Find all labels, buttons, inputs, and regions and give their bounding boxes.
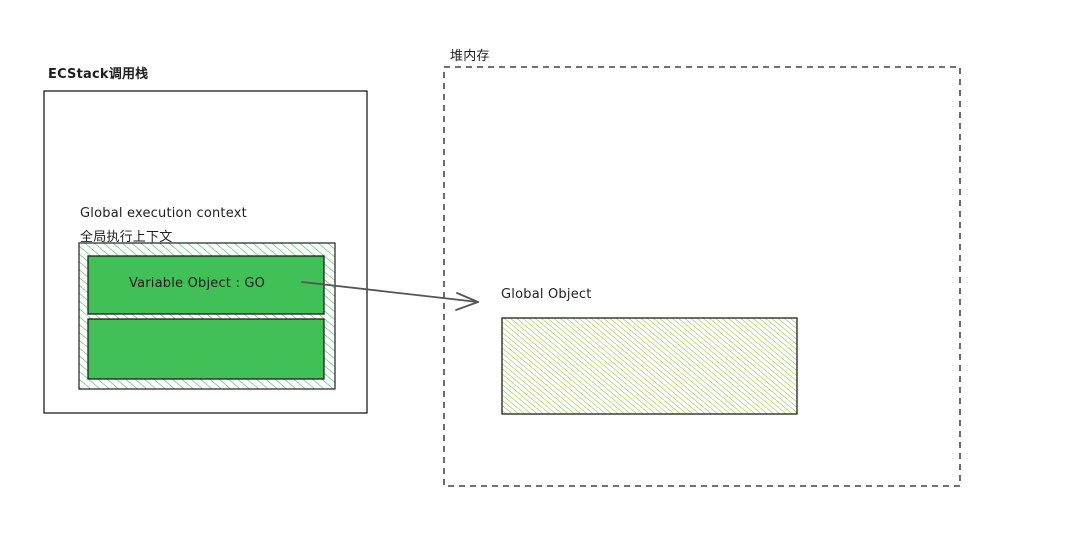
heap-memory-box xyxy=(443,66,961,487)
variable-object-label: Variable Object : GO xyxy=(129,276,266,291)
ecstack-title: ECStack调用栈 xyxy=(48,67,149,82)
global-object-box xyxy=(501,317,798,415)
global-context-title-zh: 全局执行上下文 xyxy=(80,230,173,245)
heap-title: 堆内存 xyxy=(450,49,490,64)
global-context-title-en: Global execution context xyxy=(80,206,247,221)
variable-object-block xyxy=(87,255,325,315)
reference-arrow xyxy=(301,281,479,311)
global-object-label: Global Object xyxy=(501,287,592,302)
ecstack-box xyxy=(43,90,368,414)
context-empty-block xyxy=(87,318,325,380)
